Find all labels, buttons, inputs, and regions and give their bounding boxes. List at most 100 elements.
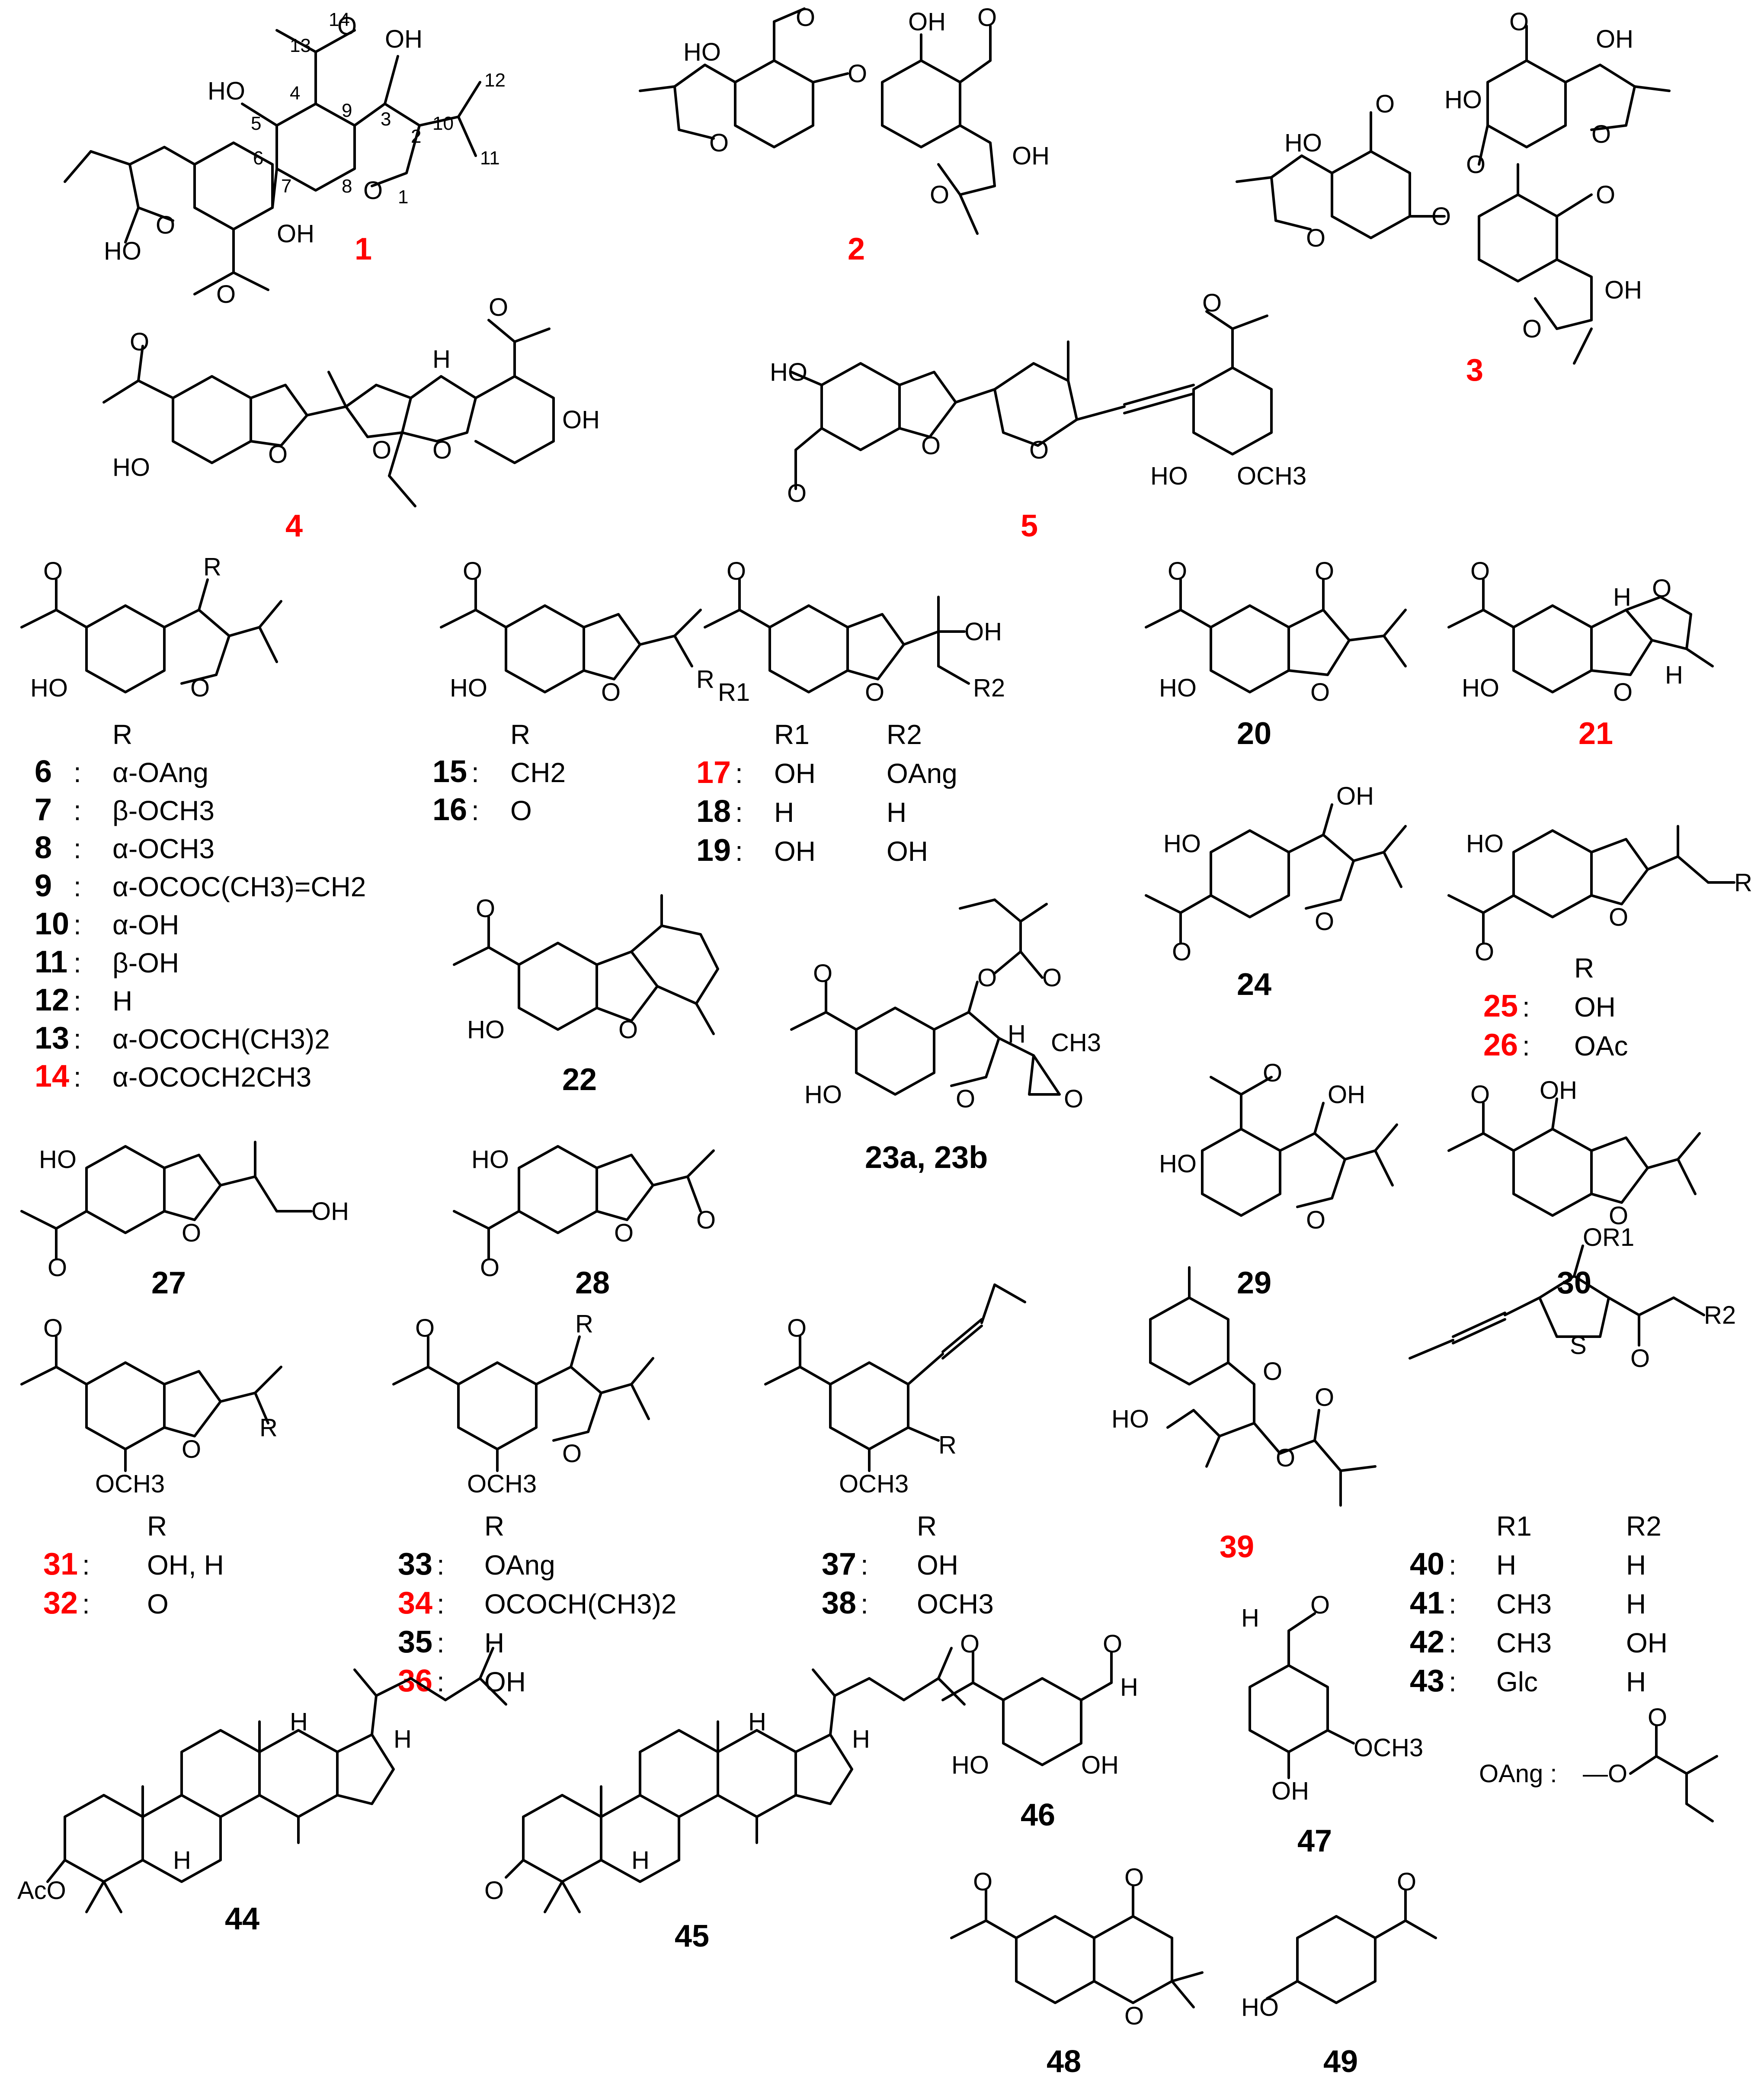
table-colon: : [437, 1549, 445, 1581]
table-substituent: β-OCH3 [112, 795, 214, 826]
locant: 9 [342, 100, 352, 121]
atom-label: O [130, 328, 149, 356]
atom-label: O [614, 1219, 634, 1247]
table-substituent: α-OCOCH(CH3)2 [112, 1023, 330, 1055]
locant: 8 [342, 176, 352, 197]
atom-label: O [1591, 120, 1611, 148]
compound-number: 47 [1297, 1824, 1332, 1858]
table-colon: : [74, 795, 81, 826]
compound-3-structure [1236, 25, 1671, 365]
atom-label: O [813, 959, 832, 988]
table-substituent: H [1626, 1549, 1646, 1581]
table-colon: : [74, 757, 81, 788]
atom-label: O [1397, 1868, 1416, 1896]
table-compound-number: 38 [822, 1586, 856, 1620]
atom-label: OCH3 [1237, 462, 1306, 490]
table-colon: : [735, 797, 743, 828]
atom-label: O [1509, 8, 1529, 36]
locant: 4 [290, 83, 300, 104]
atom-label: H [631, 1846, 650, 1874]
compound-24-labels: HO OH O O 24 [1163, 782, 1374, 1002]
compound-22-labels: O HO O 22 [467, 895, 638, 1097]
compound-5-labels: HO O O O O HO OCH3 5 [770, 289, 1306, 543]
atom-label: O [1042, 964, 1062, 992]
atom-label: O [1470, 1081, 1490, 1109]
atom-label: O [848, 60, 867, 88]
table-compound-number: 10 [35, 907, 69, 941]
atom-label: H [1008, 1020, 1026, 1048]
atom-label: O [1172, 938, 1191, 966]
table-substituent: Glc [1496, 1666, 1538, 1697]
atom-label: HO [450, 674, 487, 702]
table-colon: : [1449, 1588, 1457, 1620]
atom-label: R [259, 1414, 278, 1442]
table-compounds-31-32: R31:OH, H32:O [43, 1511, 224, 1620]
atom-label: O [372, 436, 391, 464]
compound-46-structure [941, 1651, 1113, 1766]
compound-39-structure [1149, 1266, 1377, 1507]
table-header: R [484, 1511, 504, 1542]
atom-label: O [1613, 678, 1633, 706]
table-substituent: O [510, 795, 532, 826]
compound-number: 3 [1466, 353, 1483, 388]
table-compound-number: 11 [35, 945, 67, 979]
atom-label: H [432, 345, 451, 373]
atom-label: O [1315, 1383, 1334, 1411]
atom-label: O [1315, 908, 1334, 936]
atom-label: HO [1241, 1993, 1279, 2021]
table-substituent: OH [1626, 1627, 1668, 1658]
compound-44-structure [46, 1647, 507, 1913]
atom-label: O [1263, 1059, 1282, 1087]
compound-28-structure [453, 1145, 715, 1260]
atom-label: O [480, 1254, 499, 1282]
table-compound-number: 19 [696, 833, 731, 868]
table-colon: : [1449, 1666, 1457, 1697]
atom-label: O [363, 176, 383, 205]
compound-number: 27 [151, 1266, 186, 1300]
atom-label: H [1241, 1604, 1259, 1632]
atom-label: O [1310, 678, 1330, 706]
table-colon: : [437, 1666, 445, 1697]
table-substituent: α-OH [112, 909, 179, 940]
atom-label: H [290, 1708, 308, 1736]
atom-label: HO [1284, 129, 1322, 157]
atom-label: OCH3 [839, 1470, 909, 1498]
atom-label: HO [208, 77, 245, 105]
compound-40-43-structure [1409, 1245, 1705, 1360]
table-substituent: CH3 [1496, 1627, 1552, 1658]
table-colon: : [437, 1588, 445, 1620]
table-colon: : [74, 1023, 81, 1055]
atom-label: O [1310, 1591, 1330, 1619]
oang-legend: OAng : —O O [1479, 1703, 1718, 1822]
compound-25-26-labels: HO O O R [1466, 830, 1752, 966]
compound-number: 46 [1021, 1798, 1055, 1832]
table-substituent: β-OH [112, 947, 179, 978]
compound-15-16-labels: O HO O R [450, 557, 714, 706]
compound-27-labels: HO O O OH 27 [39, 1145, 349, 1300]
locant: 1 [398, 186, 408, 208]
table-substituent: H [774, 797, 794, 828]
atom-label: R [575, 1310, 593, 1338]
table-substituent: H [484, 1627, 504, 1658]
atom-label: OR1 [1583, 1223, 1634, 1251]
table-compound-number: 43 [1410, 1664, 1444, 1698]
atom-label: O [1470, 557, 1490, 585]
atom-label: OH [311, 1197, 349, 1225]
table-compound-number: 17 [696, 755, 731, 790]
compound-29-labels: O OH HO O 29 [1159, 1059, 1365, 1300]
table-compound-number: 7 [35, 792, 52, 827]
compound-number: 5 [1021, 509, 1038, 543]
atom-label: O [415, 1314, 435, 1342]
atom-label: H [748, 1708, 766, 1736]
table-colon: : [735, 836, 743, 867]
compound-22-structure [453, 894, 719, 1035]
atom-label: O [709, 129, 729, 157]
atom-label: R [938, 1431, 957, 1459]
atom-label: O [337, 12, 357, 40]
oang-label: OAng : [1479, 1760, 1557, 1788]
atom-label: HO [1159, 1150, 1197, 1178]
